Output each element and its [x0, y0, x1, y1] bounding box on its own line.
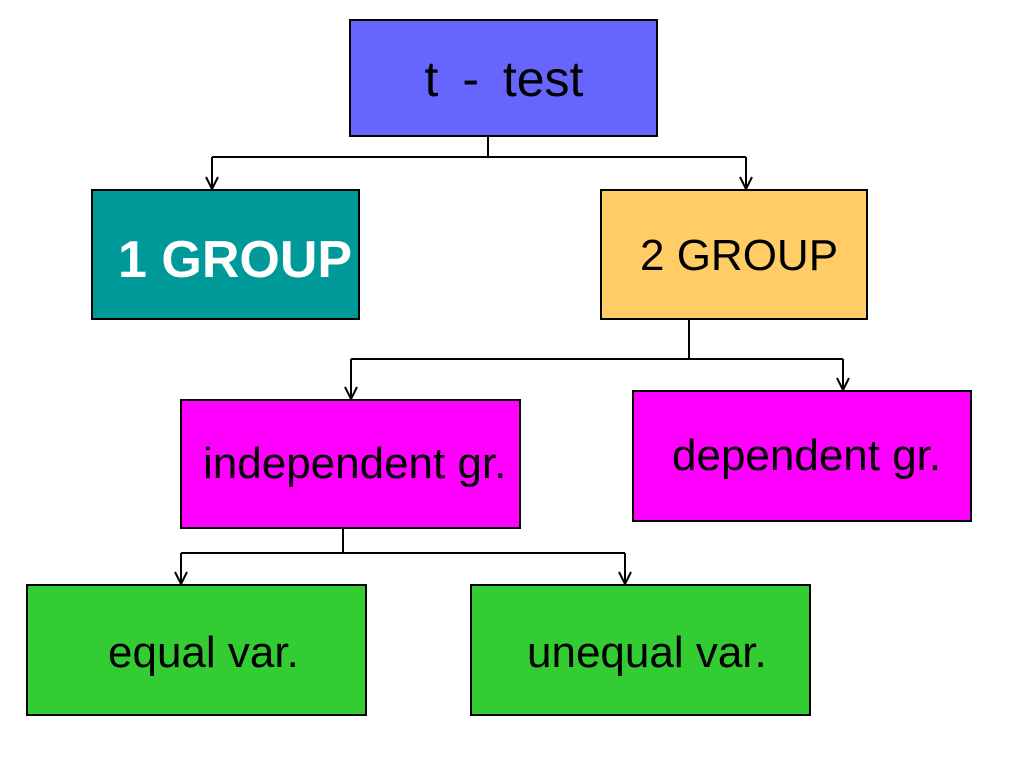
node-label: dependent gr.: [672, 431, 941, 480]
connector-line: [180, 528, 626, 583]
node-label: independent gr.: [203, 439, 506, 488]
node-equal-var: equal var.: [26, 584, 367, 716]
node-box: [349, 19, 658, 137]
node-box: [632, 390, 972, 522]
node-box: [91, 189, 360, 320]
node-label: equal var.: [108, 628, 299, 677]
node-unequal-var: unequal var.: [470, 584, 811, 716]
connector-line: [350, 319, 844, 398]
node-independent: independent gr.: [180, 399, 521, 529]
node-two-group: 2 GROUP: [600, 189, 868, 320]
connector-independent-to-variance: [174, 528, 632, 587]
node-box: [26, 584, 367, 716]
connector-root-to-groups: [205, 136, 753, 192]
node-label: t - test: [425, 51, 584, 107]
node-t-test: t - test: [349, 19, 658, 137]
node-label: 1 GROUP: [118, 231, 352, 289]
node-label: unequal var.: [527, 628, 767, 677]
connector-two-group-to-dependency: [344, 319, 850, 402]
node-box: [470, 584, 811, 716]
node-one-group: 1 GROUP: [91, 189, 360, 320]
node-dependent: dependent gr.: [632, 390, 972, 522]
node-box: [600, 189, 868, 320]
node-box: [180, 399, 521, 529]
connector-line: [211, 136, 747, 188]
node-label: 2 GROUP: [640, 231, 838, 280]
